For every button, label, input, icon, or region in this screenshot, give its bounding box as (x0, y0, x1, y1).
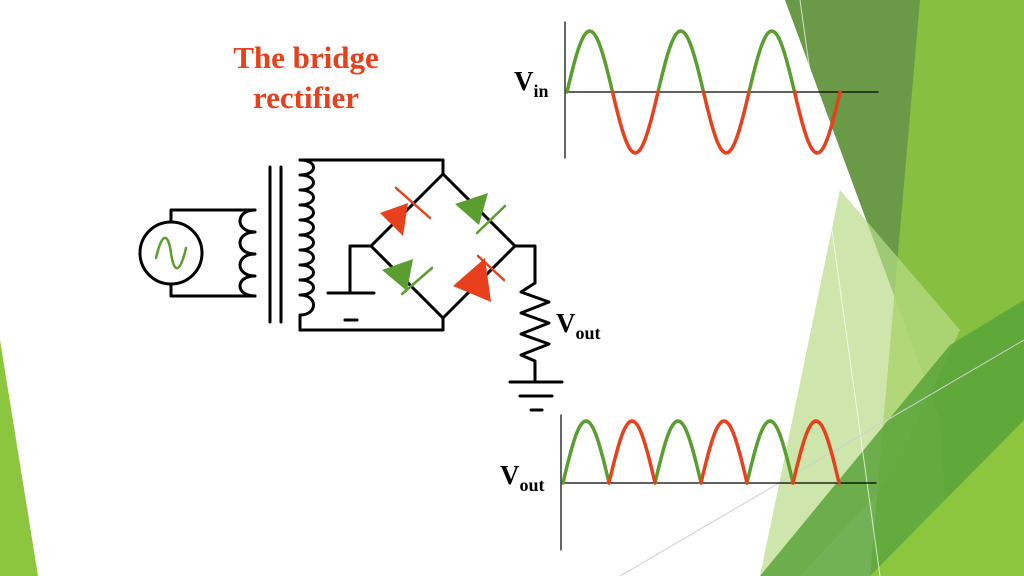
vin-label-sub: in (533, 81, 549, 101)
primary-coil (238, 208, 257, 298)
diode-icon (453, 254, 506, 302)
vin-label: Vin (514, 66, 549, 101)
resistor-icon (519, 281, 551, 382)
ac-source-icon (138, 220, 204, 286)
vout-graph (560, 414, 877, 551)
ground-icon (508, 380, 564, 412)
bridge-wiring (348, 172, 537, 320)
secondary-coil (298, 158, 315, 332)
vout-graph-label: Vout (500, 460, 545, 495)
decor-line (619, 339, 1024, 576)
vout-resistor-label: Vout (556, 308, 601, 343)
vin-positive-half (565, 29, 797, 94)
vout-resistor-label-sub: out (575, 323, 601, 343)
vout-graph-label-sub: out (519, 475, 545, 495)
vin-graph (564, 21, 879, 159)
left-accent-shape (0, 340, 38, 576)
vin-label-main: V (514, 66, 534, 96)
title-line-1: The bridge (233, 40, 379, 75)
primary-wiring (169, 208, 257, 298)
secondary-wiring (298, 158, 445, 332)
diode-icon (380, 186, 432, 236)
bottom-light-shape (870, 420, 1024, 576)
vout-graph-label-main: V (500, 460, 520, 490)
right-pale-shape (760, 190, 960, 576)
transformer-icon (268, 158, 315, 332)
slide-title: The bridge rectifier (190, 38, 422, 118)
vout-red-humps (607, 419, 841, 485)
title-line-2: rectifier (252, 80, 360, 115)
vout-green-humps (561, 419, 795, 485)
diode-icon (455, 193, 507, 235)
vout-resistor-label-main: V (556, 308, 576, 338)
vin-negative-half (610, 90, 842, 155)
decor-line (799, 0, 881, 576)
ground-icon (326, 291, 376, 322)
diode-icon (382, 259, 434, 296)
